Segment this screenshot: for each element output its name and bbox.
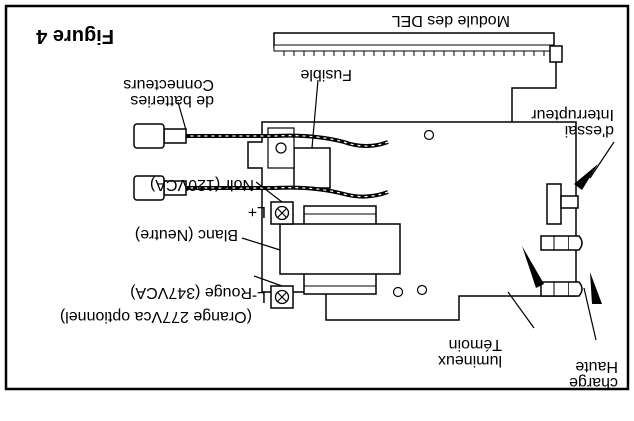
black-wire-label: Noir (120VCA) bbox=[150, 176, 254, 193]
indicator-led bbox=[540, 235, 583, 251]
figure-title: Figure 4 bbox=[35, 25, 114, 47]
fuse bbox=[293, 147, 331, 189]
mounting-hole bbox=[423, 129, 435, 141]
white-wire-label: Blanc (Neutre) bbox=[135, 226, 238, 243]
test-switch-label-line2: d'essai bbox=[565, 122, 614, 139]
white-wire-leader bbox=[241, 237, 281, 251]
battery-leads bbox=[186, 133, 389, 199]
indicator-arrow-icon bbox=[522, 246, 544, 288]
red-wire-leader bbox=[253, 275, 283, 287]
l-minus-label: L- bbox=[252, 288, 266, 305]
test-switch-arrow-icon bbox=[574, 164, 598, 190]
black-wire-leader bbox=[255, 181, 283, 203]
mounting-hole bbox=[416, 284, 428, 296]
l-plus-label: L+ bbox=[248, 203, 266, 220]
mounting-hole bbox=[392, 286, 404, 298]
figure-frame bbox=[4, 4, 630, 391]
orange-wire-label: (Orange 277Vca optionnel) bbox=[60, 308, 252, 325]
test-switch-lever bbox=[560, 195, 579, 209]
battery-connector bbox=[133, 123, 187, 201]
high-charge-label-line1: Haute bbox=[575, 358, 618, 375]
terminal-l-minus bbox=[270, 285, 294, 309]
led-module bbox=[273, 32, 563, 63]
battery-connectors-label-line2: de batteries bbox=[130, 92, 214, 109]
battery-connector-leader bbox=[177, 101, 187, 131]
high-charge-leader bbox=[583, 287, 597, 341]
indicator-label-line2: lumineux bbox=[438, 352, 502, 369]
led-module-label: Module des DEL bbox=[392, 12, 510, 29]
fuse-label: Fusible bbox=[300, 66, 352, 83]
terminal-l-plus bbox=[270, 201, 294, 225]
fuse-leader bbox=[311, 79, 319, 149]
high-charge-label-line2: charge bbox=[569, 374, 618, 391]
indicator-label-line1: Témoin bbox=[449, 336, 502, 353]
red-wire-label: Rouge (347VCA) bbox=[130, 284, 252, 301]
transformer bbox=[279, 205, 401, 295]
high-charge-led bbox=[540, 281, 583, 297]
indicator-leader bbox=[507, 291, 535, 329]
battery-connectors-label-line1: Connecteurs bbox=[123, 76, 214, 93]
high-charge-arrow-icon bbox=[590, 272, 602, 304]
test-switch-body bbox=[546, 183, 562, 225]
test-switch-label-line1: Interrupteur bbox=[531, 106, 614, 123]
